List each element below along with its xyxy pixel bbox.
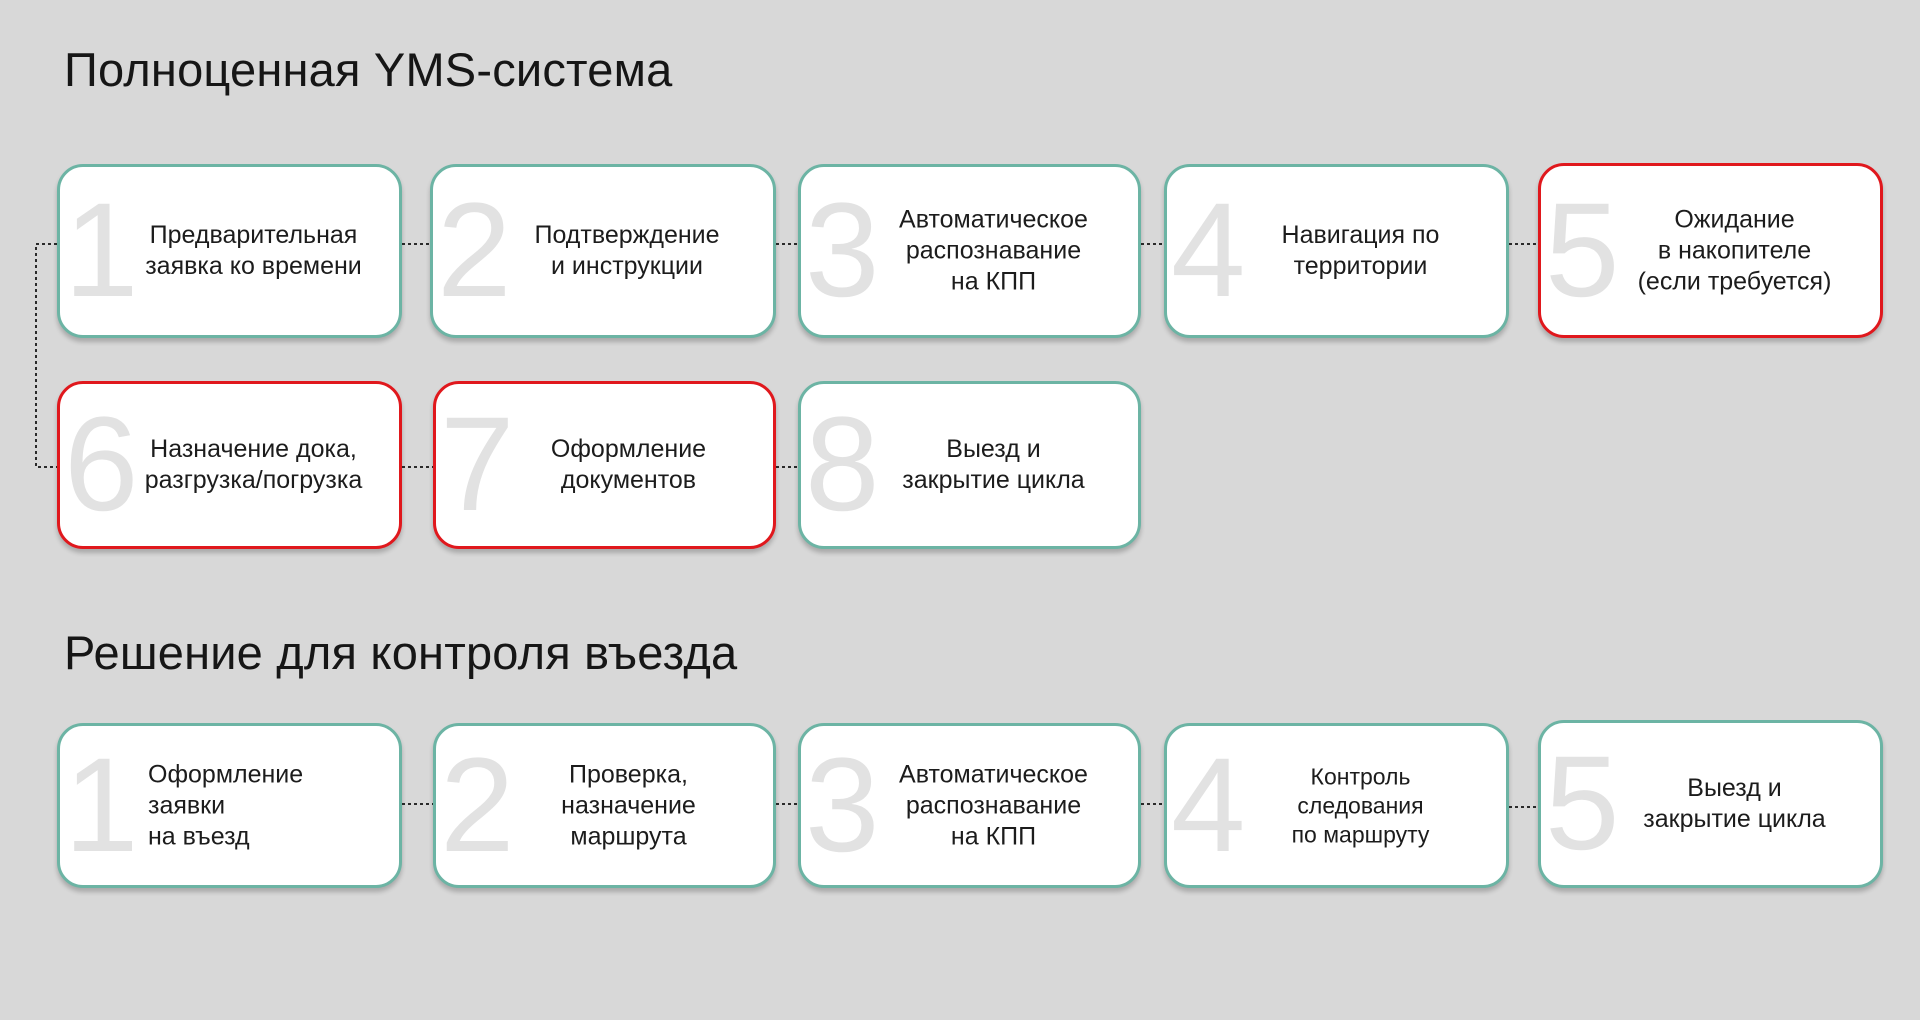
step-label: Автоматическое распознавание на КПП: [899, 760, 1088, 850]
step-label: Оформление документов: [550, 435, 707, 494]
step-number: 2: [440, 730, 515, 880]
step-number: 3: [805, 730, 880, 880]
section-title-full-yms: Полноценная YMS-система: [64, 43, 673, 96]
yms-step-2-card: 2 Подтверждение и инструкции: [430, 164, 776, 338]
step-label: Выезд и закрытие цикла: [902, 435, 1085, 494]
step-label: Выезд и закрытие цикла: [1643, 774, 1826, 833]
connector-1-6-wrap: [35, 243, 57, 468]
step-number: 1: [64, 176, 139, 325]
step-label: Проверка, назначение маршрута: [561, 760, 696, 850]
yms-step-8-card: 8 Выезд и закрытие цикла: [798, 381, 1141, 549]
entry-step-4-card: 4 Контроль следования по маршруту: [1164, 723, 1509, 888]
yms-step-4-card: 4 Навигация по территории: [1164, 164, 1509, 338]
step-number: 4: [1171, 176, 1246, 325]
yms-step-6-card: 6 Назначение дока, разгрузка/погрузка: [57, 381, 402, 549]
step-label: Автоматическое распознавание на КПП: [899, 205, 1088, 296]
step-number: 8: [805, 390, 880, 539]
entry-step-2-card: 2 Проверка, назначение маршрута: [433, 723, 776, 888]
step-number: 4: [1171, 730, 1246, 880]
step-number: 7: [440, 390, 515, 539]
step-label: Ожидание в накопителе (если требуется): [1637, 205, 1832, 295]
entry-step-3-card: 3 Автоматическое распознавание на КПП: [798, 723, 1141, 888]
step-label: Предварительная заявка ко времени: [145, 221, 362, 280]
step-number: 2: [437, 176, 512, 325]
step-number: 5: [1545, 729, 1620, 878]
step-label: Назначение дока, разгрузка/погрузка: [144, 435, 363, 494]
entry-step-5-card: 5 Выезд и закрытие цикла: [1538, 720, 1883, 888]
step-label: Оформление заявки на въезд: [148, 760, 304, 850]
step-number: 5: [1545, 175, 1620, 325]
yms-step-7-card: 7 Оформление документов: [433, 381, 776, 549]
yms-step-5-card: 5 Ожидание в накопителе (если требуется): [1538, 163, 1883, 338]
step-number: 3: [805, 176, 880, 325]
yms-step-1-card: 1 Предварительная заявка ко времени: [57, 164, 402, 338]
step-number: 1: [64, 730, 139, 880]
yms-step-3-card: 3 Автоматическое распознавание на КПП: [798, 164, 1141, 338]
step-label: Навигация по территории: [1281, 221, 1440, 280]
step-label: Контроль следования по маршруту: [1291, 763, 1430, 847]
step-number: 6: [64, 390, 139, 539]
entry-step-1-card: 1 Оформление заявки на въезд: [57, 723, 402, 888]
section-title-entry-control: Решение для контроля въезда: [64, 626, 738, 679]
step-label: Подтверждение и инструкции: [534, 221, 720, 280]
